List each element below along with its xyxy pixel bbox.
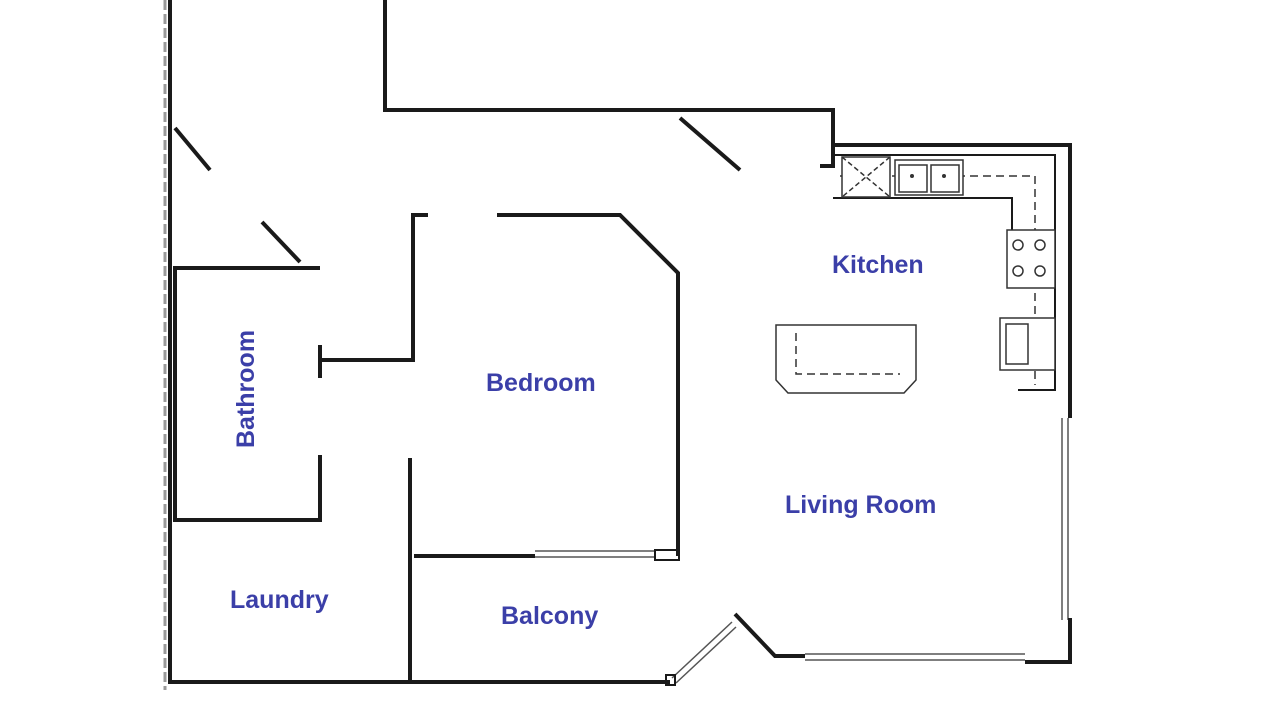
room-label-bedroom: Bedroom <box>486 369 596 397</box>
room-label-living-room: Living Room <box>785 491 936 519</box>
outer-wall-left-bottom <box>168 0 670 684</box>
outer-wall-southeast <box>1025 618 1072 664</box>
kitchen-door-swing <box>678 116 742 172</box>
outer-wall-kitchen <box>833 143 1072 418</box>
room-label-balcony: Balcony <box>501 602 598 630</box>
window-bedroom <box>535 550 655 558</box>
sink-icon <box>894 159 964 196</box>
entry-door-swing <box>173 126 212 172</box>
window-east <box>1061 418 1069 620</box>
appliance-icon <box>999 317 1056 371</box>
bathroom-door-swing <box>260 220 302 264</box>
refrigerator-icon <box>841 156 891 198</box>
outer-wall-top <box>383 0 835 168</box>
room-label-laundry: Laundry <box>230 586 329 614</box>
wall-post-balcony <box>665 674 676 686</box>
window-balcony-diagonal <box>671 621 737 684</box>
bedroom-wall <box>497 213 680 556</box>
room-label-bathroom: Bathroom <box>232 330 260 448</box>
stove-icon <box>1006 229 1056 289</box>
hall-wall-upper <box>320 213 428 362</box>
wall-post-bedroom <box>654 549 680 561</box>
bathroom-walls <box>173 266 322 522</box>
kitchen-island <box>775 324 917 394</box>
outer-wall-south <box>733 612 805 658</box>
room-label-kitchen: Kitchen <box>832 251 924 279</box>
window-south <box>805 653 1025 661</box>
kitchen-counter-edge <box>833 197 1013 232</box>
